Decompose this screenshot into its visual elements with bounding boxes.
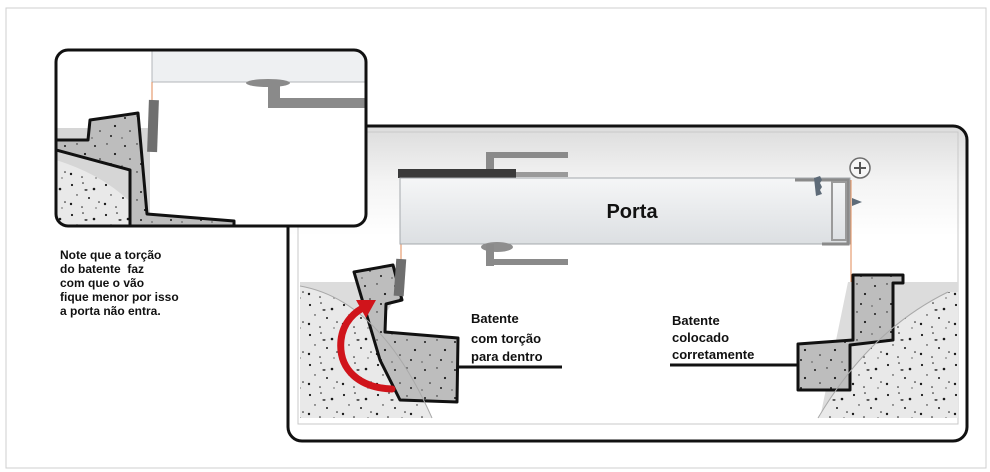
main-panel-border: [286, 124, 969, 443]
screw-icon: [814, 157, 871, 206]
right-curve-edge: [817, 291, 949, 419]
left-stop-strip: [393, 258, 407, 297]
main-panel: Porta Batente com torção para dentro Bat…: [286, 124, 969, 443]
left-jamb-label: Batente com torção para dentro: [471, 311, 545, 364]
left-curve-edge: [299, 285, 433, 419]
lower-hinge-arm: [486, 259, 568, 265]
door-body: [399, 177, 851, 245]
right-jamb: [796, 273, 905, 392]
door: Porta: [398, 152, 871, 266]
inner-frame: [297, 131, 959, 425]
right-wall: [670, 273, 958, 419]
left-wall: [299, 258, 562, 419]
inset-door: [151, 50, 366, 83]
inset-hinge-arm: [268, 98, 366, 108]
upper-hinge-post: [486, 152, 494, 178]
lower-hinge-post: [486, 244, 494, 266]
right-concrete: [818, 292, 958, 418]
inset-border: [54, 48, 368, 228]
right-jamb-label: Batente colocado corretamente: [672, 313, 754, 362]
inset-jamb: [56, 111, 236, 226]
inset-zoom: [54, 48, 368, 228]
torsion-arrow-icon: [337, 302, 396, 393]
note-text: Note que a torção do batente faz com que…: [60, 248, 179, 318]
door-label: Porta: [606, 201, 658, 223]
upper-hinge-arm: [486, 152, 568, 158]
torsion-arrowhead: [356, 300, 376, 318]
inset-concrete: [56, 160, 150, 226]
door-edge-inner: [831, 181, 847, 241]
inset-stop-strip: [147, 99, 159, 153]
upper-hinge-arm-lower: [486, 172, 568, 177]
lower-hinge-knuckle: [481, 242, 513, 252]
door-top-strip: [398, 169, 516, 178]
